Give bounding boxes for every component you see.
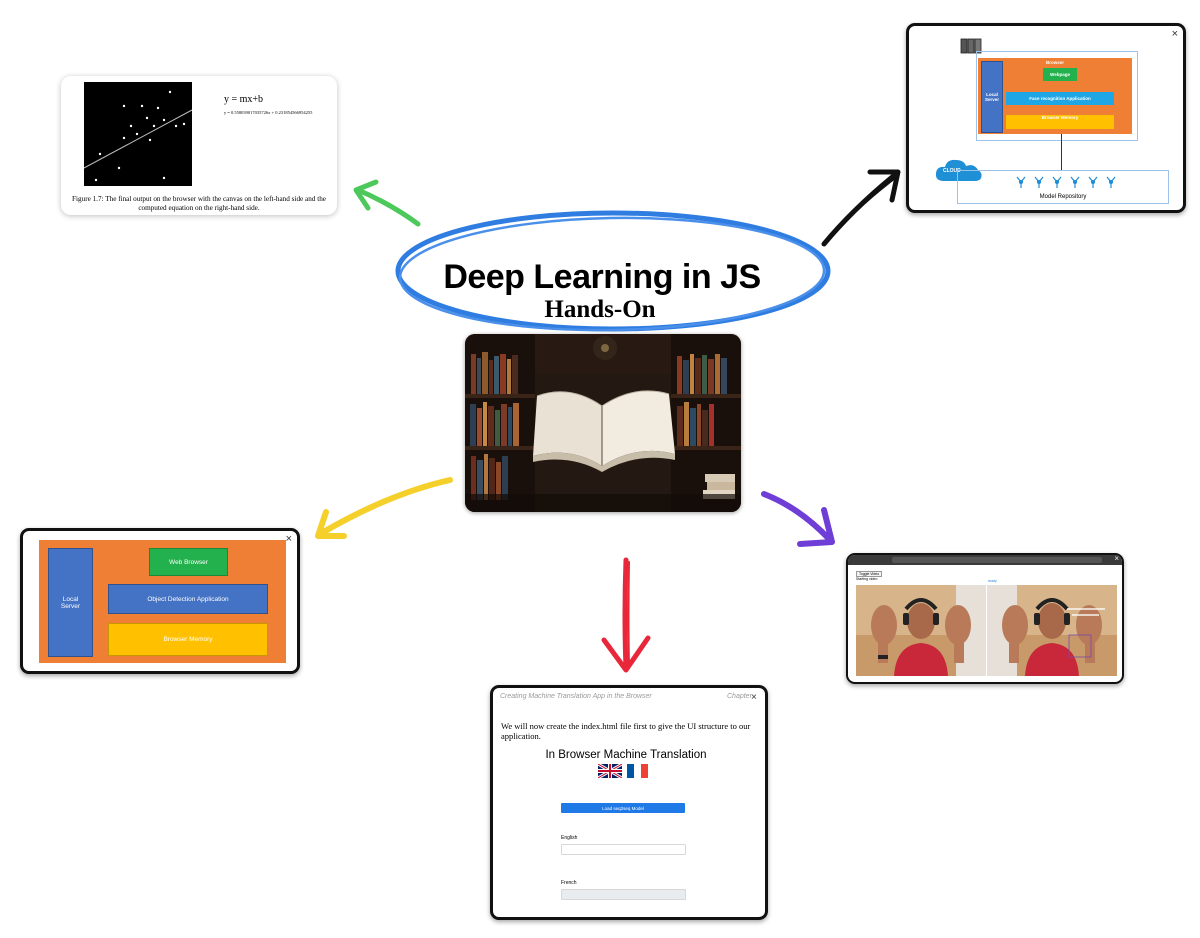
face-app-box: Face recognition Application xyxy=(1006,92,1114,105)
face-recognition-card: × Browser Local Server Webpage Face reco… xyxy=(906,23,1186,213)
browser-label: Browser xyxy=(1046,60,1065,65)
face-memory-label: Browser Memory xyxy=(1041,115,1079,120)
chapter-label: Chapter xyxy=(727,693,752,700)
purple-arrow xyxy=(761,491,835,547)
yellow-arrow xyxy=(315,477,453,539)
uk-flag-icon xyxy=(598,764,622,778)
address-bar[interactable] xyxy=(892,557,1102,563)
browser-frame xyxy=(976,51,1138,141)
french-label: French xyxy=(561,880,577,886)
regression-card: y = mx+b y = 0.558039017035726x + 0.2318… xyxy=(61,76,337,215)
intro-text: We will now create the index.html file f… xyxy=(501,721,751,741)
object-detection-card: × Local Server Web Browser Object Detect… xyxy=(20,528,300,674)
green-arrow xyxy=(353,179,421,227)
object-app-label: Object Detection Application xyxy=(147,595,229,603)
server-icon xyxy=(960,38,982,54)
face-local-server-label: Local Server xyxy=(984,92,999,102)
web-browser-label: Web Browser xyxy=(169,558,208,566)
figure-caption: Figure 1.7: The final output on the brow… xyxy=(72,195,326,212)
face-local-server: Local Server xyxy=(981,61,1003,133)
webcam-video-left xyxy=(856,585,986,676)
object-local-server-label: Local Server xyxy=(60,595,81,610)
app-title: In Browser Machine Translation xyxy=(545,749,707,761)
load-model-button[interactable]: Load seq2seq Model xyxy=(561,803,685,813)
face-memory-box: Browser Memory xyxy=(1006,115,1114,129)
status-text: Starting video xyxy=(856,577,878,581)
toggle-video-label: Toggle Video xyxy=(859,572,880,576)
webpage-label: Webpage xyxy=(1050,72,1070,77)
translation-header: Creating Machine Translation App in the … xyxy=(500,693,652,700)
object-app-box: Object Detection Application xyxy=(108,584,268,614)
english-input[interactable] xyxy=(561,844,686,855)
close-icon[interactable]: × xyxy=(751,692,757,703)
french-output[interactable] xyxy=(561,889,686,900)
load-model-label: Load seq2seq Model xyxy=(602,805,644,811)
library-book-image xyxy=(465,334,741,512)
equation-label: y = mx+b xyxy=(224,94,264,105)
gesture-label: ready xyxy=(988,579,997,583)
close-icon[interactable]: × xyxy=(1114,554,1119,563)
model-network-icons xyxy=(1016,176,1116,188)
computed-equation: y = 0.558039017035726x + 0.2318545669542… xyxy=(224,110,313,115)
model-repository-box xyxy=(957,170,1169,204)
face-app-label: Face recognition Application xyxy=(1029,96,1091,101)
webcam-video-right xyxy=(987,585,1117,676)
gesture-card: × Toggle Video Starting video ready xyxy=(846,553,1124,684)
browser-toolbar xyxy=(848,555,1122,565)
close-icon[interactable]: × xyxy=(1171,28,1178,40)
red-arrow xyxy=(601,557,651,673)
webpage-box: Webpage xyxy=(1043,68,1077,81)
close-icon[interactable]: × xyxy=(285,533,292,545)
object-local-server: Local Server xyxy=(48,548,93,657)
translation-card: Creating Machine Translation App in the … xyxy=(490,685,768,920)
model-repository-label: Model Repository xyxy=(1039,194,1087,200)
main-title: Deep Learning in JS xyxy=(443,258,761,296)
black-arrow xyxy=(821,169,901,247)
france-flag-icon xyxy=(627,764,648,778)
web-browser-box: Web Browser xyxy=(149,548,228,576)
cloud-label: CLOUD xyxy=(943,168,961,174)
object-memory-box: Browser Memory xyxy=(108,623,268,656)
english-label: English xyxy=(561,835,578,841)
subtitle: Hands-On xyxy=(544,296,656,323)
object-memory-label: Browser Memory xyxy=(163,636,213,643)
toggle-video-button[interactable]: Toggle Video xyxy=(856,571,883,577)
scatter-canvas xyxy=(83,82,193,186)
connector-line xyxy=(1061,134,1062,170)
title-ellipse xyxy=(395,210,831,332)
